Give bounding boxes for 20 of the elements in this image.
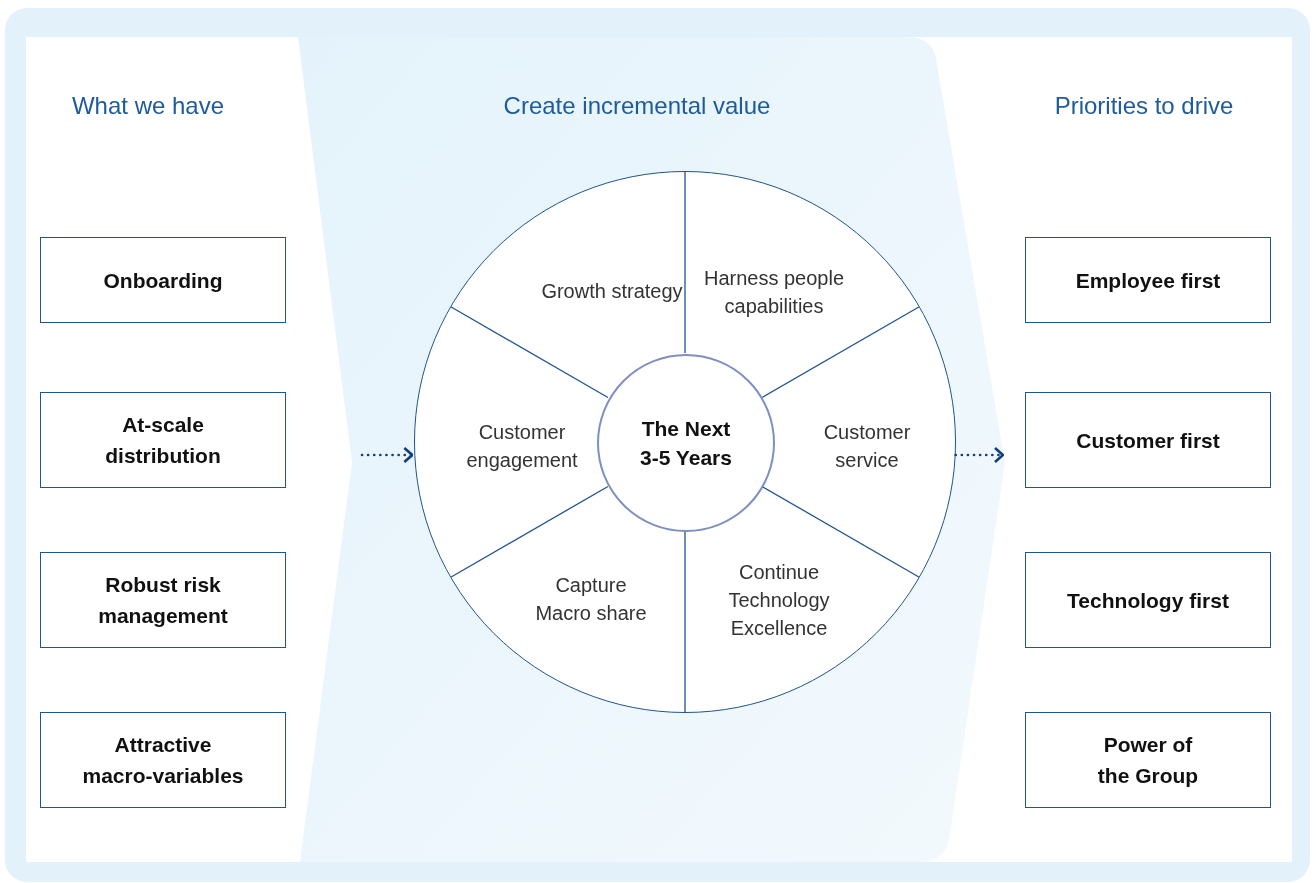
text-box: Technology first <box>1025 552 1271 648</box>
segment-label: Continue Technology Excellence <box>694 555 864 645</box>
hub-circle: The Next 3-5 Years <box>597 354 775 532</box>
text-box: Customer first <box>1025 392 1271 488</box>
dotted-arrow <box>360 446 414 464</box>
text-box: Power of the Group <box>1025 712 1271 808</box>
text-box: Employee first <box>1025 237 1271 323</box>
segment-label: Capture Macro share <box>516 569 666 629</box>
segment-label: Growth strategy <box>537 261 687 321</box>
text-box: Onboarding <box>40 237 286 323</box>
column-heading: Create incremental value <box>502 92 772 120</box>
text-box: Robust risk management <box>40 552 286 648</box>
text-box: Attractive macro-variables <box>40 712 286 808</box>
column-heading: Priorities to drive <box>1053 92 1235 120</box>
dotted-arrow <box>954 446 1005 464</box>
segment-label: Customer service <box>797 416 937 476</box>
segment-label: Harness people capabilities <box>694 247 854 337</box>
text-box: At-scale distribution <box>40 392 286 488</box>
column-heading: What we have <box>70 92 226 120</box>
segment-label: Customer engagement <box>447 416 597 476</box>
